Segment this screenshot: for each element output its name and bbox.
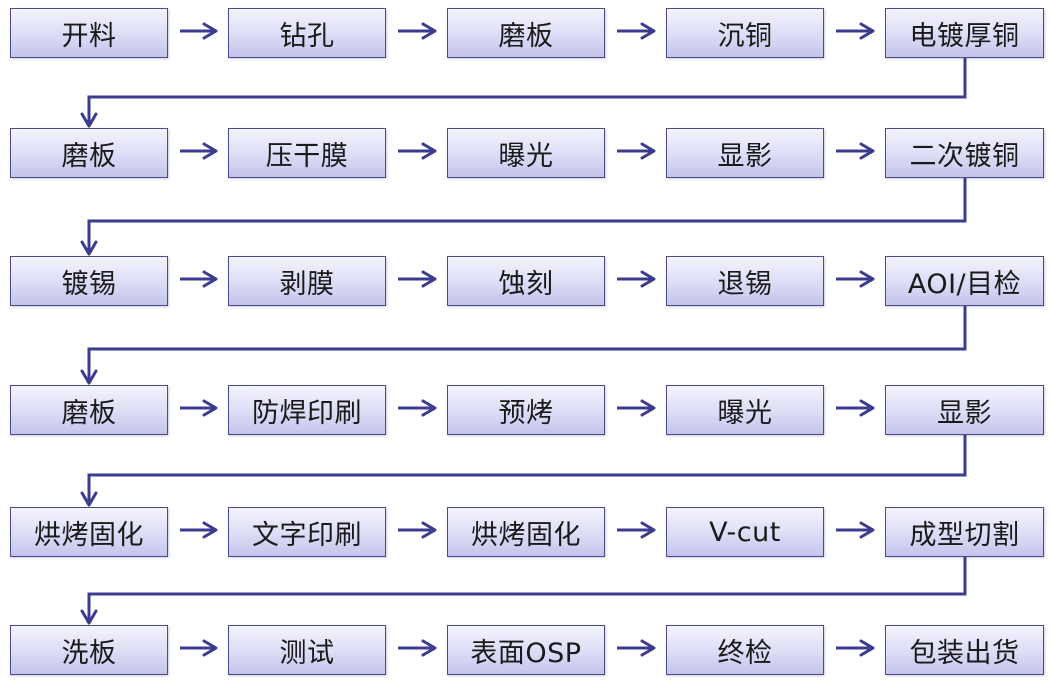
process-step: 曝光	[447, 128, 605, 178]
process-step: 烘烤固化	[10, 507, 168, 557]
process-step: 文字印刷	[228, 507, 386, 557]
right-arrow-head-icon	[202, 521, 218, 539]
row-wrap-connector	[87, 58, 967, 124]
right-arrow-head-icon	[202, 399, 218, 417]
process-step: AOI/目检	[885, 256, 1044, 306]
right-arrow-head-icon	[421, 142, 437, 160]
process-step: 包装出货	[885, 625, 1044, 675]
right-arrow-head-icon	[859, 22, 875, 40]
right-arrow-head-icon	[202, 270, 218, 288]
process-step: 开料	[10, 8, 168, 58]
right-arrow-head-icon	[421, 639, 437, 657]
process-step: 磨板	[447, 8, 605, 58]
down-arrow-icon	[80, 369, 98, 385]
process-step: 电镀厚铜	[885, 8, 1044, 58]
process-step: 退锡	[666, 256, 824, 306]
process-step: 曝光	[666, 385, 824, 435]
process-step: 磨板	[10, 128, 168, 178]
process-step: 表面OSP	[447, 625, 605, 675]
right-arrow-head-icon	[640, 142, 656, 160]
right-arrow-head-icon	[640, 270, 656, 288]
process-step: 防焊印刷	[228, 385, 386, 435]
right-arrow-head-icon	[202, 142, 218, 160]
process-step: 钻孔	[228, 8, 386, 58]
process-step: 终检	[666, 625, 824, 675]
process-step: 洗板	[10, 625, 168, 675]
process-step: 显影	[885, 385, 1044, 435]
right-arrow-head-icon	[202, 639, 218, 657]
right-arrow-head-icon	[421, 270, 437, 288]
right-arrow-head-icon	[859, 142, 875, 160]
right-arrow-head-icon	[421, 521, 437, 539]
row-wrap-connector	[87, 178, 967, 252]
down-arrow-icon	[80, 609, 98, 625]
right-arrow-head-icon	[859, 521, 875, 539]
right-arrow-head-icon	[421, 22, 437, 40]
process-step: 沉铜	[666, 8, 824, 58]
process-step: 磨板	[10, 385, 168, 435]
process-step: 二次镀铜	[885, 128, 1044, 178]
process-step: 预烤	[447, 385, 605, 435]
process-step: 压干膜	[228, 128, 386, 178]
right-arrow-head-icon	[640, 399, 656, 417]
right-arrow-head-icon	[640, 22, 656, 40]
process-step: 剥膜	[228, 256, 386, 306]
process-step: 测试	[228, 625, 386, 675]
down-arrow-icon	[80, 240, 98, 256]
process-step: 显影	[666, 128, 824, 178]
down-arrow-icon	[80, 491, 98, 507]
right-arrow-head-icon	[640, 639, 656, 657]
process-step: 烘烤固化	[447, 507, 605, 557]
row-wrap-connector	[87, 557, 967, 621]
row-wrap-connector	[87, 435, 967, 503]
process-step: 蚀刻	[447, 256, 605, 306]
row-wrap-connector	[87, 306, 967, 381]
right-arrow-head-icon	[202, 22, 218, 40]
process-step: 成型切割	[885, 507, 1044, 557]
right-arrow-head-icon	[859, 639, 875, 657]
right-arrow-head-icon	[859, 399, 875, 417]
down-arrow-icon	[80, 112, 98, 128]
right-arrow-head-icon	[859, 270, 875, 288]
process-step: V-cut	[666, 507, 824, 557]
process-step: 镀锡	[10, 256, 168, 306]
right-arrow-head-icon	[640, 521, 656, 539]
right-arrow-head-icon	[421, 399, 437, 417]
